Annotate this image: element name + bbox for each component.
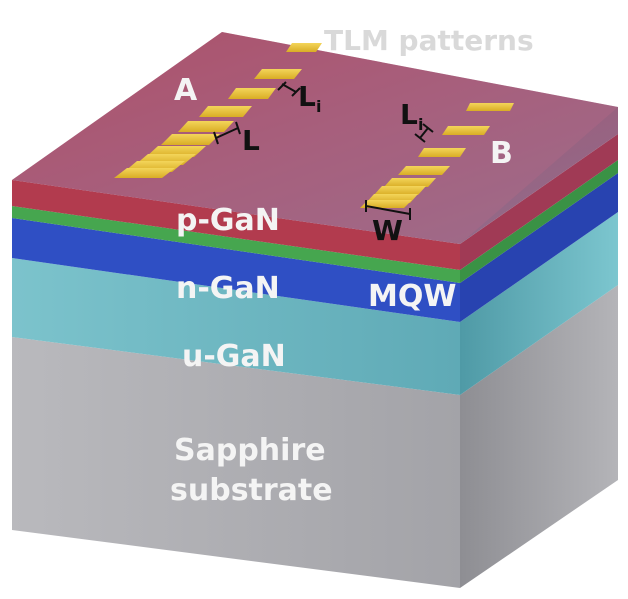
tlm-pad bbox=[199, 106, 252, 117]
tlm-pad bbox=[254, 69, 302, 79]
tlm-pads-a bbox=[114, 43, 322, 178]
u-gan-label: u-GaN bbox=[182, 339, 286, 374]
pattern-a-label: A bbox=[174, 73, 198, 108]
p-gan-label: p-GaN bbox=[176, 203, 280, 238]
n-gan-side-face bbox=[460, 173, 618, 322]
tlm-pad bbox=[466, 103, 514, 111]
dimension-markers bbox=[213, 81, 434, 220]
tlm-pad bbox=[374, 186, 426, 195]
tlm-pad bbox=[398, 166, 450, 175]
width-marker bbox=[365, 200, 411, 220]
spacing-label-a: L bbox=[298, 80, 316, 113]
diagram-title: TLM patterns bbox=[324, 24, 534, 57]
mqw-label: MQW bbox=[368, 279, 456, 314]
p-gan-front-face bbox=[12, 180, 460, 270]
tlm-pad bbox=[228, 88, 276, 99]
p-gan-top-face bbox=[12, 32, 618, 244]
spacing-label-b-subscript: i bbox=[418, 115, 423, 134]
substrate-label-line1: Sapphire bbox=[174, 433, 326, 468]
pattern-b-label: B bbox=[490, 136, 513, 171]
tlm-pad bbox=[384, 178, 436, 187]
substrate-side-face bbox=[460, 285, 618, 588]
u-gan-front-face bbox=[12, 258, 460, 395]
mqw-layer bbox=[12, 160, 618, 283]
u-gan-side-face bbox=[460, 212, 618, 395]
tlm-pads-b bbox=[360, 103, 514, 208]
n-gan-layer bbox=[12, 173, 618, 322]
length-label: L bbox=[242, 124, 260, 157]
n-gan-label: n-GaN bbox=[176, 271, 280, 306]
mqw-side-face bbox=[460, 160, 618, 283]
spacing-label-a-subscript: i bbox=[316, 97, 321, 116]
tlm-pad bbox=[161, 134, 220, 145]
tlm-pad bbox=[178, 121, 234, 132]
p-gan-side-face bbox=[460, 134, 618, 270]
mqw-front-face bbox=[12, 206, 460, 283]
width-label: W bbox=[372, 214, 403, 247]
tlm-pad bbox=[114, 168, 175, 178]
tlm-pad bbox=[418, 148, 466, 157]
p-gan-layer bbox=[12, 32, 618, 270]
substrate-label-line2: substrate bbox=[170, 473, 333, 508]
spacing-marker-b bbox=[414, 123, 434, 143]
sapphire-substrate-layer bbox=[12, 285, 618, 588]
tlm-pad bbox=[286, 43, 322, 52]
substrate-front-face bbox=[12, 337, 460, 588]
u-gan-layer bbox=[12, 212, 618, 395]
length-marker bbox=[213, 121, 241, 145]
tlm-pad bbox=[442, 126, 490, 135]
spacing-label-b: L bbox=[400, 98, 418, 131]
p-gan-top-highlight bbox=[12, 32, 618, 244]
tlm-pad bbox=[360, 200, 412, 208]
n-gan-front-face bbox=[12, 218, 460, 322]
spacing-marker-a bbox=[277, 81, 301, 97]
